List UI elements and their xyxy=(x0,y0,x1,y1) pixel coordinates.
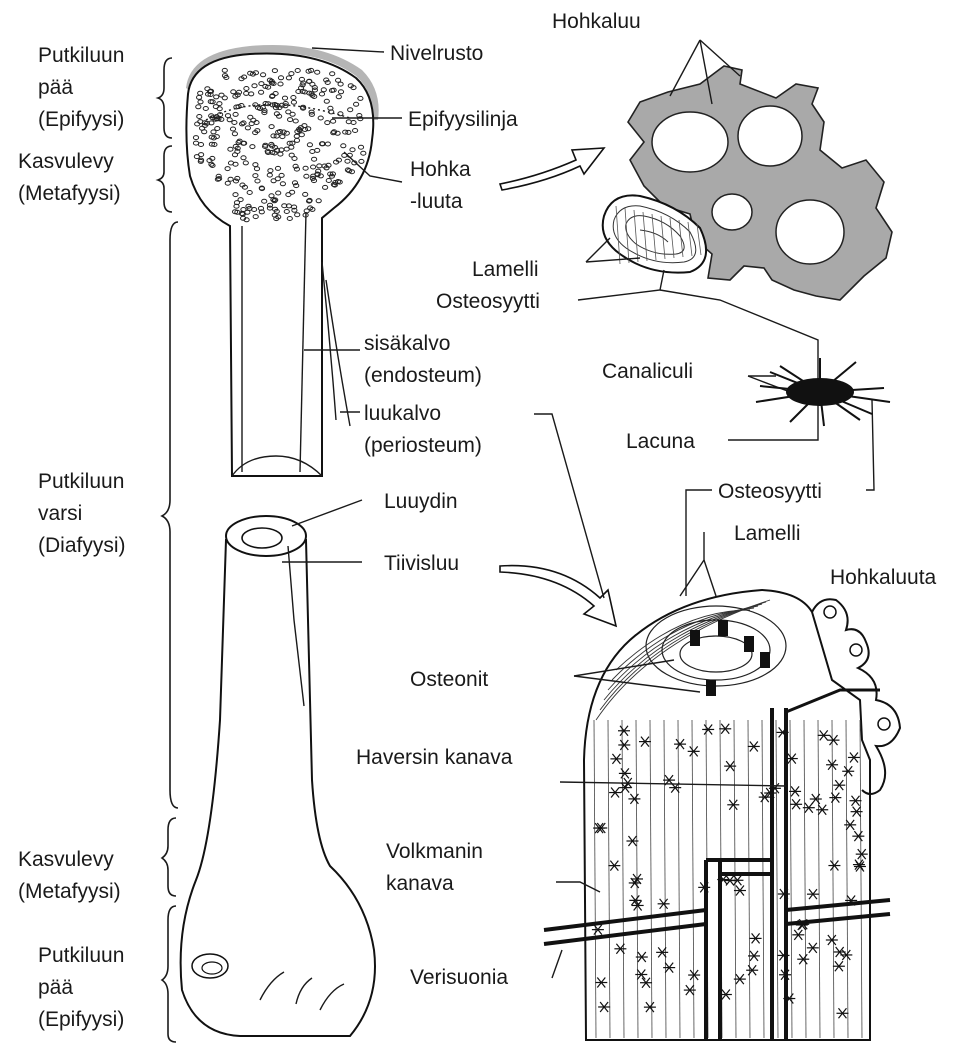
label-tiivisluu: Tiivisluu xyxy=(384,552,459,575)
label-sisakalvo: sisäkalvo (endosteum) xyxy=(364,332,482,387)
region-braces xyxy=(158,58,178,1042)
compact-bone-block xyxy=(544,590,900,1040)
marrow-cavity xyxy=(242,528,282,548)
label-diaphysis: Putkiluun varsi (Diafyysi) xyxy=(38,470,130,557)
label-hohkaluuta: Hohkaluuta xyxy=(830,566,937,589)
label-hohkaluu: Hohkaluu xyxy=(552,10,641,33)
label-osteonit: Osteonit xyxy=(410,668,488,691)
periosteum-strand-1 xyxy=(322,262,336,420)
left-region-labels: Putkiluun pää (Epifyysi) Kasvulevy (Meta… xyxy=(18,44,130,1031)
marrow-space-2 xyxy=(738,106,802,166)
spongy-bone-detail xyxy=(603,66,892,300)
brace-epiphysis-top xyxy=(158,58,172,138)
label-luukalvo: luukalvo (periosteum) xyxy=(364,402,482,457)
compact-block-outline xyxy=(584,590,870,1040)
label-lacuna: Lacuna xyxy=(626,430,695,453)
periosteum-strand-2 xyxy=(326,280,350,426)
long-bone-lower xyxy=(181,516,375,1036)
arrow-to-compact xyxy=(500,566,616,626)
marrow-space-4 xyxy=(712,194,752,230)
label-volkmanin: Volkmanin kanava xyxy=(386,840,489,895)
label-epifyysilinja: Epifyysilinja xyxy=(408,108,518,131)
label-hohka: Hohka -luuta xyxy=(410,158,477,213)
marrow-space-1 xyxy=(652,112,728,172)
arrow-to-spongy xyxy=(500,148,604,190)
label-lamelli-mid: Lamelli xyxy=(734,522,801,545)
brace-metaphysis-top xyxy=(158,146,172,212)
spongy-pore-3 xyxy=(878,718,890,730)
spongy-pore-2 xyxy=(850,644,862,656)
brace-diaphysis xyxy=(162,222,178,808)
label-canaliculi: Canaliculi xyxy=(602,360,693,383)
marrow-space-3 xyxy=(776,200,844,264)
brace-metaphysis-bottom xyxy=(162,818,176,896)
label-nivelrusto: Nivelrusto xyxy=(390,42,483,65)
label-epiphysis-top: Putkiluun pää (Epifyysi) xyxy=(38,44,130,131)
osteocyte-cell xyxy=(756,358,890,426)
spongy-pore-1 xyxy=(824,606,836,618)
lacuna-body xyxy=(786,378,854,406)
zoom-arrows xyxy=(500,148,616,626)
label-metaphysis-bottom: Kasvulevy (Metafyysi) xyxy=(18,848,121,903)
label-osteosyytti-top: Osteosyytti xyxy=(436,290,540,313)
label-metaphysis-top: Kasvulevy (Metafyysi) xyxy=(18,150,121,205)
label-epiphysis-bottom: Putkiluun pää (Epifyysi) xyxy=(38,944,130,1031)
label-luuydin: Luuydin xyxy=(384,490,458,513)
brace-epiphysis-bottom xyxy=(162,906,176,1042)
label-lamelli-top: Lamelli xyxy=(472,258,539,281)
label-verisuonia: Verisuonia xyxy=(410,966,508,989)
label-osteosyytti-mid: Osteosyytti xyxy=(718,480,822,503)
label-haversin: Haversin kanava xyxy=(356,746,513,769)
